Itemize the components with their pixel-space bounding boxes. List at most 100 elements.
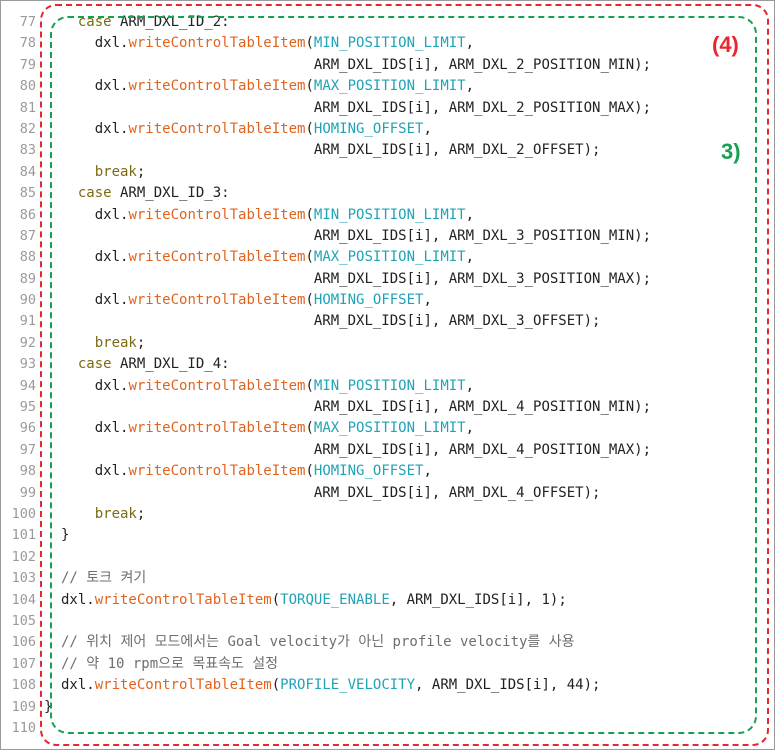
- line-text: dxl.writeControlTableItem(MAX_POSITION_L…: [61, 418, 474, 439]
- code-token: (: [305, 78, 314, 95]
- code-line: 85 case ARM_DXL_ID_3:: [0, 183, 777, 204]
- line-text: dxl.writeControlTableItem(HOMING_OFFSET,: [61, 461, 432, 482]
- code-token: break: [94, 505, 137, 522]
- code-token: writeControlTableItem: [128, 78, 306, 95]
- line-number: 84: [19, 163, 36, 180]
- code-line: 90 dxl.writeControlTableItem(HOMING_OFFS…: [0, 290, 777, 311]
- code-token: (: [305, 120, 314, 137]
- line-number: 104: [11, 591, 36, 608]
- line-text: break;: [61, 504, 146, 525]
- code-token: (: [305, 463, 314, 480]
- line-number: 102: [11, 548, 36, 565]
- code-line: 100 break;: [0, 504, 777, 525]
- code-line: 99 ARM_DXL_IDS[i], ARM_DXL_4_OFFSET);: [0, 483, 777, 504]
- code-token: ,: [465, 377, 475, 394]
- line-text: ARM_DXL_IDS[i], ARM_DXL_2_POSITION_MAX);: [61, 98, 651, 119]
- code-token: // 토크 켜기: [61, 570, 147, 587]
- annotation-label-4: (4): [712, 32, 739, 57]
- code-token: ARM_DXL_IDS[i], ARM_DXL_2_OFFSET);: [313, 142, 601, 159]
- line-text: dxl.writeControlTableItem(TORQUE_ENABLE,…: [61, 590, 567, 611]
- line-number: 80: [19, 78, 36, 95]
- line-number: 91: [19, 313, 36, 330]
- code-line: 95 ARM_DXL_IDS[i], ARM_DXL_4_POSITION_MI…: [0, 397, 777, 418]
- line-number: 94: [19, 377, 36, 394]
- code-token: writeControlTableItem: [94, 591, 272, 608]
- code-line: 106 // 위치 제어 모드에서는 Goal velocity가 아닌 prof…: [0, 632, 777, 653]
- code-line: 91 ARM_DXL_IDS[i], ARM_DXL_3_OFFSET);: [0, 311, 777, 332]
- code-line: 93 case ARM_DXL_ID_4:: [0, 354, 777, 375]
- line-number: 77: [19, 14, 36, 30]
- line-number: 79: [19, 56, 36, 73]
- code-token: MIN_POSITION_LIMIT: [313, 377, 466, 394]
- line-text: // 약 10 rpm으로 목표속도 설정: [61, 654, 278, 675]
- annotation-label-3: 3): [721, 139, 741, 164]
- code-line: 110: [0, 718, 777, 739]
- code-token: ARM_DXL_IDS[i], ARM_DXL_2_POSITION_MIN);: [313, 56, 652, 73]
- annotation-box-3: [50, 16, 757, 734]
- code-token: (: [271, 677, 281, 694]
- code-token: dxl.: [94, 463, 129, 480]
- line-text: }: [61, 525, 69, 546]
- code-token: ARM_DXL_IDS[i], ARM_DXL_4_OFFSET);: [313, 484, 601, 501]
- line-text: dxl.writeControlTableItem(PROFILE_VELOCI…: [61, 675, 600, 696]
- line-number: 107: [11, 655, 36, 672]
- line-text: ARM_DXL_IDS[i], ARM_DXL_4_POSITION_MAX);: [61, 440, 651, 461]
- line-number: 96: [19, 420, 36, 437]
- code-token: ,: [465, 35, 475, 52]
- code-token: ;: [136, 505, 146, 522]
- code-token: ;: [136, 334, 146, 351]
- code-token: ARM_DXL_ID_3:: [111, 185, 230, 202]
- line-text: dxl.writeControlTableItem(MIN_POSITION_L…: [61, 205, 474, 226]
- code-token: writeControlTableItem: [128, 35, 306, 52]
- code-token: }: [44, 698, 53, 715]
- line-text: break;: [61, 333, 146, 354]
- code-token: ARM_DXL_IDS[i], ARM_DXL_4_POSITION_MIN);: [313, 399, 652, 416]
- code-line: 98 dxl.writeControlTableItem(HOMING_OFFS…: [0, 461, 777, 482]
- code-line: 103// 토크 켜기: [0, 568, 777, 589]
- code-token: (: [305, 206, 314, 223]
- code-token: ,: [465, 78, 475, 95]
- code-token: ,: [465, 420, 475, 437]
- line-number: 90: [19, 292, 36, 309]
- code-token: , ARM_DXL_IDS[i], 1);: [389, 591, 567, 608]
- code-token: PROFILE_VELOCITY: [280, 677, 416, 694]
- code-token: dxl.: [94, 377, 129, 394]
- code-line: 92 break;: [0, 333, 777, 354]
- code-token: (: [305, 377, 314, 394]
- line-number: 110: [11, 719, 36, 736]
- code-token: writeControlTableItem: [128, 420, 306, 437]
- line-text: // 위치 제어 모드에서는 Goal velocity가 아닌 profile…: [61, 632, 575, 653]
- code-token: MAX_POSITION_LIMIT: [313, 78, 466, 95]
- code-line: 78 dxl.writeControlTableItem(MIN_POSITIO…: [0, 33, 777, 54]
- code-token: (: [305, 35, 314, 52]
- line-number: 101: [11, 527, 36, 544]
- line-text: case ARM_DXL_ID_4:: [61, 354, 230, 375]
- code-line: 102: [0, 547, 777, 568]
- code-token: case: [77, 14, 112, 30]
- code-line: 89 ARM_DXL_IDS[i], ARM_DXL_3_POSITION_MA…: [0, 269, 777, 290]
- line-number: 106: [11, 634, 36, 651]
- code-token: (: [271, 591, 281, 608]
- line-text: dxl.writeControlTableItem(MIN_POSITION_L…: [61, 33, 474, 54]
- code-token: // 약 10 rpm으로 목표속도 설정: [61, 655, 279, 672]
- line-number: 108: [11, 677, 36, 694]
- line-text: break;: [61, 162, 146, 183]
- code-line: 109}: [0, 697, 777, 718]
- line-number: 98: [19, 463, 36, 480]
- code-token: MAX_POSITION_LIMIT: [313, 249, 466, 266]
- code-line: 86 dxl.writeControlTableItem(MIN_POSITIO…: [0, 205, 777, 226]
- code-line: 82 dxl.writeControlTableItem(HOMING_OFFS…: [0, 119, 777, 140]
- line-text: }: [44, 697, 52, 718]
- code-token: ,: [423, 292, 432, 309]
- code-line: 79 ARM_DXL_IDS[i], ARM_DXL_2_POSITION_MI…: [0, 55, 777, 76]
- code-token: ARM_DXL_IDS[i], ARM_DXL_3_POSITION_MIN);: [313, 227, 652, 244]
- code-token: (: [305, 249, 314, 266]
- line-number: 99: [19, 484, 36, 501]
- code-token: dxl.: [61, 591, 95, 608]
- line-text: ARM_DXL_IDS[i], ARM_DXL_3_POSITION_MAX);: [61, 269, 651, 290]
- code-line: 88 dxl.writeControlTableItem(MAX_POSITIO…: [0, 247, 777, 268]
- code-token: dxl.: [94, 292, 129, 309]
- code-line: 97 ARM_DXL_IDS[i], ARM_DXL_4_POSITION_MA…: [0, 440, 777, 461]
- line-text: ARM_DXL_IDS[i], ARM_DXL_4_OFFSET);: [61, 483, 601, 504]
- line-number: 83: [19, 142, 36, 159]
